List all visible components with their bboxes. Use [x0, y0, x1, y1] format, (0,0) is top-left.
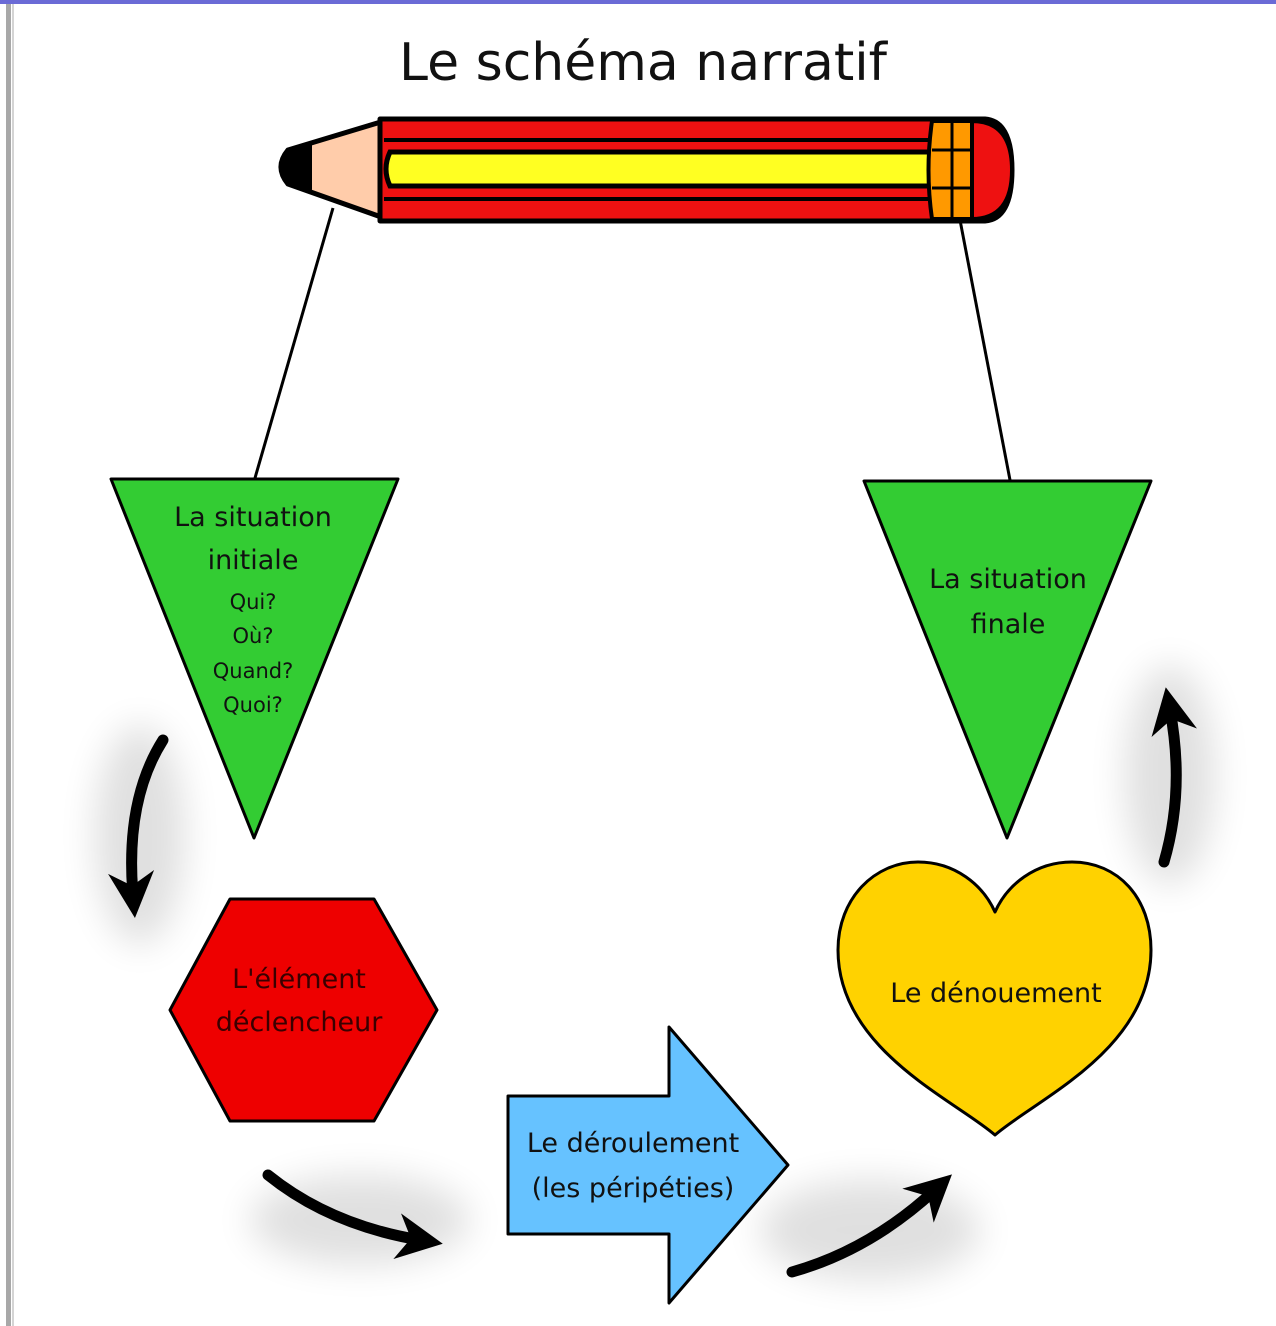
top-border [0, 0, 1276, 4]
block-arrow-shape [506, 1025, 790, 1305]
question-qui: Qui? [230, 590, 277, 614]
question-quoi: Quoi? [223, 693, 283, 717]
question-quand: Quand? [213, 659, 294, 683]
heart-shape [836, 860, 1153, 1137]
page-title: Le schéma narratif [399, 33, 889, 93]
situation-finale-line1: La situation [929, 564, 1087, 595]
stage-element-declencheur: L'élément déclencheur [168, 897, 439, 1123]
deroulement-line1: Le déroulement [527, 1128, 739, 1159]
connector-line-left [253, 207, 335, 479]
situation-finale-line2: finale [971, 609, 1046, 640]
element-declencheur-line2: déclencheur [216, 1007, 384, 1038]
connector-line-right [958, 219, 1012, 481]
element-declencheur-line1: L'élément [232, 964, 366, 995]
stage-deroulement: Le déroulement (les péripéties) [506, 1025, 790, 1305]
hexagon-shape [168, 897, 439, 1123]
deroulement-line2: (les péripéties) [532, 1173, 735, 1204]
stage-situation-finale: La situation finale [862, 479, 1153, 840]
stage-denouement: Le dénouement [836, 860, 1153, 1137]
triangle-shape [862, 479, 1153, 840]
stage-situation-initiale: La situation initiale Qui? Où? Quand? Qu… [109, 477, 400, 840]
situation-initiale-line1: La situation [174, 502, 332, 533]
left-scroll-border [6, 4, 11, 1326]
curved-arrow-2 [262, 1169, 443, 1259]
curved-arrow-1 [108, 734, 169, 919]
situation-initiale-line2: initiale [208, 545, 299, 576]
denouement-label: Le dénouement [890, 978, 1101, 1009]
curved-arrow-4 [1151, 687, 1197, 868]
curved-arrow-3 [786, 1174, 952, 1278]
triangle-shape [109, 477, 400, 840]
question-ou: Où? [233, 624, 274, 648]
pencil-icon [278, 116, 1015, 224]
left-scroll-border-inner [12, 4, 14, 1326]
